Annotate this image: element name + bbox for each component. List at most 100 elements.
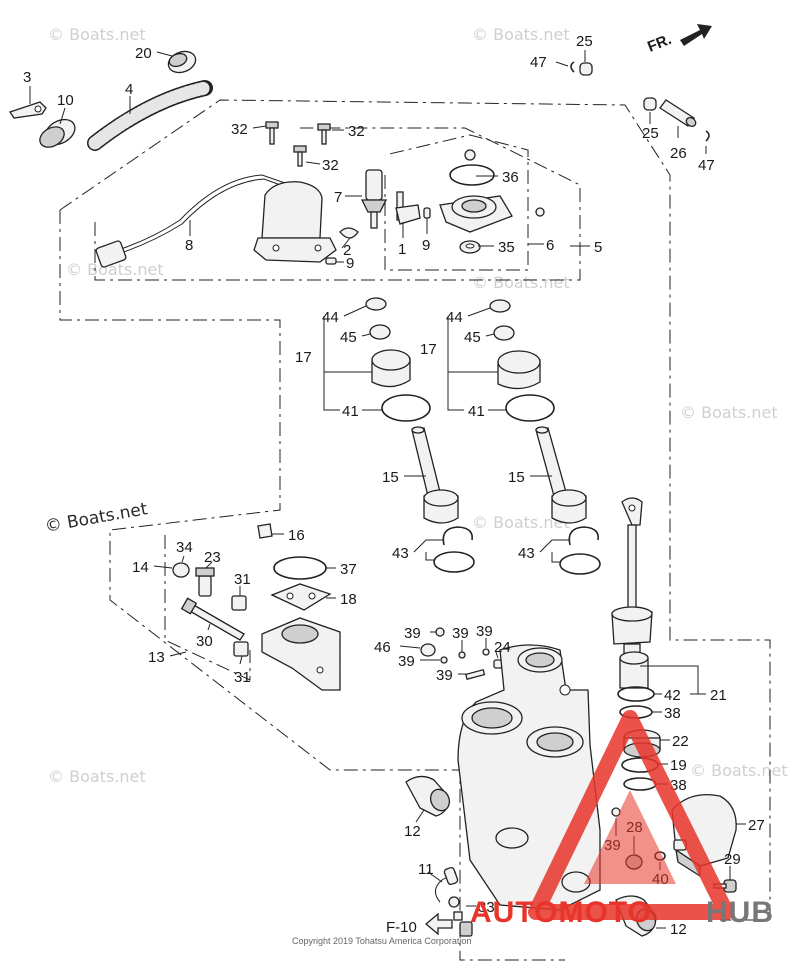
automotohub-logo: AUTOMOTO HUB: [470, 710, 773, 929]
callout-39: 39: [398, 653, 415, 670]
copyright-text: Copyright 2019 Tohatsu America Corporati…: [292, 936, 471, 946]
tilt-cylinder-body: [457, 644, 601, 911]
part-36-cap: [464, 149, 476, 161]
callout-5: 5: [594, 239, 602, 256]
direction-label: FR.: [645, 31, 674, 56]
part-10-grommet: [39, 118, 76, 148]
part-3-clip: [8, 101, 47, 119]
part-21-tilt-ram: [611, 497, 653, 689]
callout-46: 46: [374, 639, 391, 656]
part-11-sensor: [435, 866, 460, 908]
callout-23: 23: [204, 549, 221, 566]
part-1-screw: [395, 191, 421, 225]
callout-labels: 3 10 20 4 25 47 25 26 47 32 32 32 7 36 8…: [23, 33, 765, 938]
part-25-collar-right: [643, 97, 657, 111]
part-7-valve-spool: [360, 169, 388, 229]
callout-38: 38: [664, 705, 681, 722]
callout-35: 35: [498, 239, 515, 256]
part-39-ball: [458, 651, 466, 659]
part-42-o-ring: [617, 686, 655, 702]
part-15-piston-right: [535, 426, 587, 524]
outline-left: [59, 210, 565, 961]
part-13-valve-block: [261, 617, 341, 691]
callout-9: 9: [346, 255, 354, 272]
callout-29: 29: [724, 851, 741, 868]
callout-47: 47: [698, 157, 715, 174]
callout-44: 44: [322, 309, 339, 326]
part-2-seal: [339, 227, 359, 239]
part-47-clip-right: [705, 130, 710, 142]
callout-37: 37: [340, 561, 357, 578]
callout-41: 41: [468, 403, 485, 420]
part-26-pin: [659, 99, 697, 128]
part-25-collar-top: [579, 62, 593, 76]
part-17-valve-assembly-left: [365, 297, 431, 422]
callout-2: 2: [343, 242, 351, 259]
callout-25: 25: [642, 125, 659, 142]
part-20-sleeve: [167, 50, 197, 74]
part-43-backup-rings-left: [433, 526, 475, 573]
part-15-piston-left: [411, 426, 459, 524]
part-30-bolt: [180, 597, 245, 641]
callout-39: 39: [404, 625, 421, 642]
watermark: © Boats.net: [48, 25, 146, 44]
callout-31: 31: [234, 669, 251, 686]
callout-34: 34: [176, 539, 193, 556]
callout-39: 39: [436, 667, 453, 684]
part-43-backup-rings-right: [559, 526, 601, 575]
callout-8: 8: [185, 237, 193, 254]
callout-41: 41: [342, 403, 359, 420]
callout-45: 45: [464, 329, 481, 346]
callout-3: 3: [23, 69, 31, 86]
callout-25: 25: [576, 33, 593, 50]
callout-12: 12: [404, 823, 421, 840]
callout-36: 36: [502, 169, 519, 186]
part-23-valve: [195, 567, 215, 597]
callout-1: 1: [398, 241, 406, 258]
callout-26: 26: [670, 145, 687, 162]
part-6-screw: [535, 207, 545, 217]
callout-17: 17: [295, 349, 312, 366]
part-35-seal: [459, 240, 481, 254]
callout-15: 15: [382, 469, 399, 486]
part-34-filter: [172, 562, 190, 578]
callout-21: 21: [710, 687, 727, 704]
leader-lines: [29, 50, 746, 929]
callout-15: 15: [508, 469, 525, 486]
callout-44: 44: [446, 309, 463, 326]
watermark: © Boats.net: [48, 767, 146, 786]
callout-43: 43: [518, 545, 535, 562]
part-32-bolt: [265, 121, 279, 145]
watermark: © Boats.net: [66, 260, 164, 279]
outline-solenoid: [94, 127, 581, 281]
callout-12: 12: [670, 921, 687, 938]
part-36-o-ring: [449, 164, 495, 186]
watermark: © Boats.net: [690, 761, 788, 780]
callout-31: 31: [234, 571, 251, 588]
part-39-pin: [464, 668, 486, 681]
part-37-o-ring: [273, 556, 327, 580]
callout-4: 4: [125, 81, 133, 98]
callout-39: 39: [452, 625, 469, 642]
part-38-backup-ring: [623, 777, 657, 791]
callout-33: 33: [478, 899, 495, 916]
part-39-ball: [440, 656, 448, 664]
part-4-corrugated-tube: [87, 80, 213, 151]
logo-text-left: AUTOMOTO: [470, 896, 652, 929]
part-47-clip-top: [570, 61, 575, 73]
watermark-main: © Boats.net: [43, 499, 149, 537]
part-33-bolt: [453, 911, 473, 937]
part-8-solenoid-harness: [95, 174, 337, 268]
callout-22: 22: [672, 733, 689, 750]
part-9-pin: [325, 257, 337, 265]
forward-arrow-icon: [680, 24, 712, 46]
callout-7: 7: [334, 189, 342, 206]
part-32-bolt: [317, 123, 331, 145]
callout-14: 14: [132, 559, 149, 576]
callout-47: 47: [530, 54, 547, 71]
reference-arrow-icon: [424, 912, 453, 936]
callout-11: 11: [418, 861, 434, 878]
callout-42: 42: [664, 687, 681, 704]
callout-20: 20: [135, 45, 152, 62]
